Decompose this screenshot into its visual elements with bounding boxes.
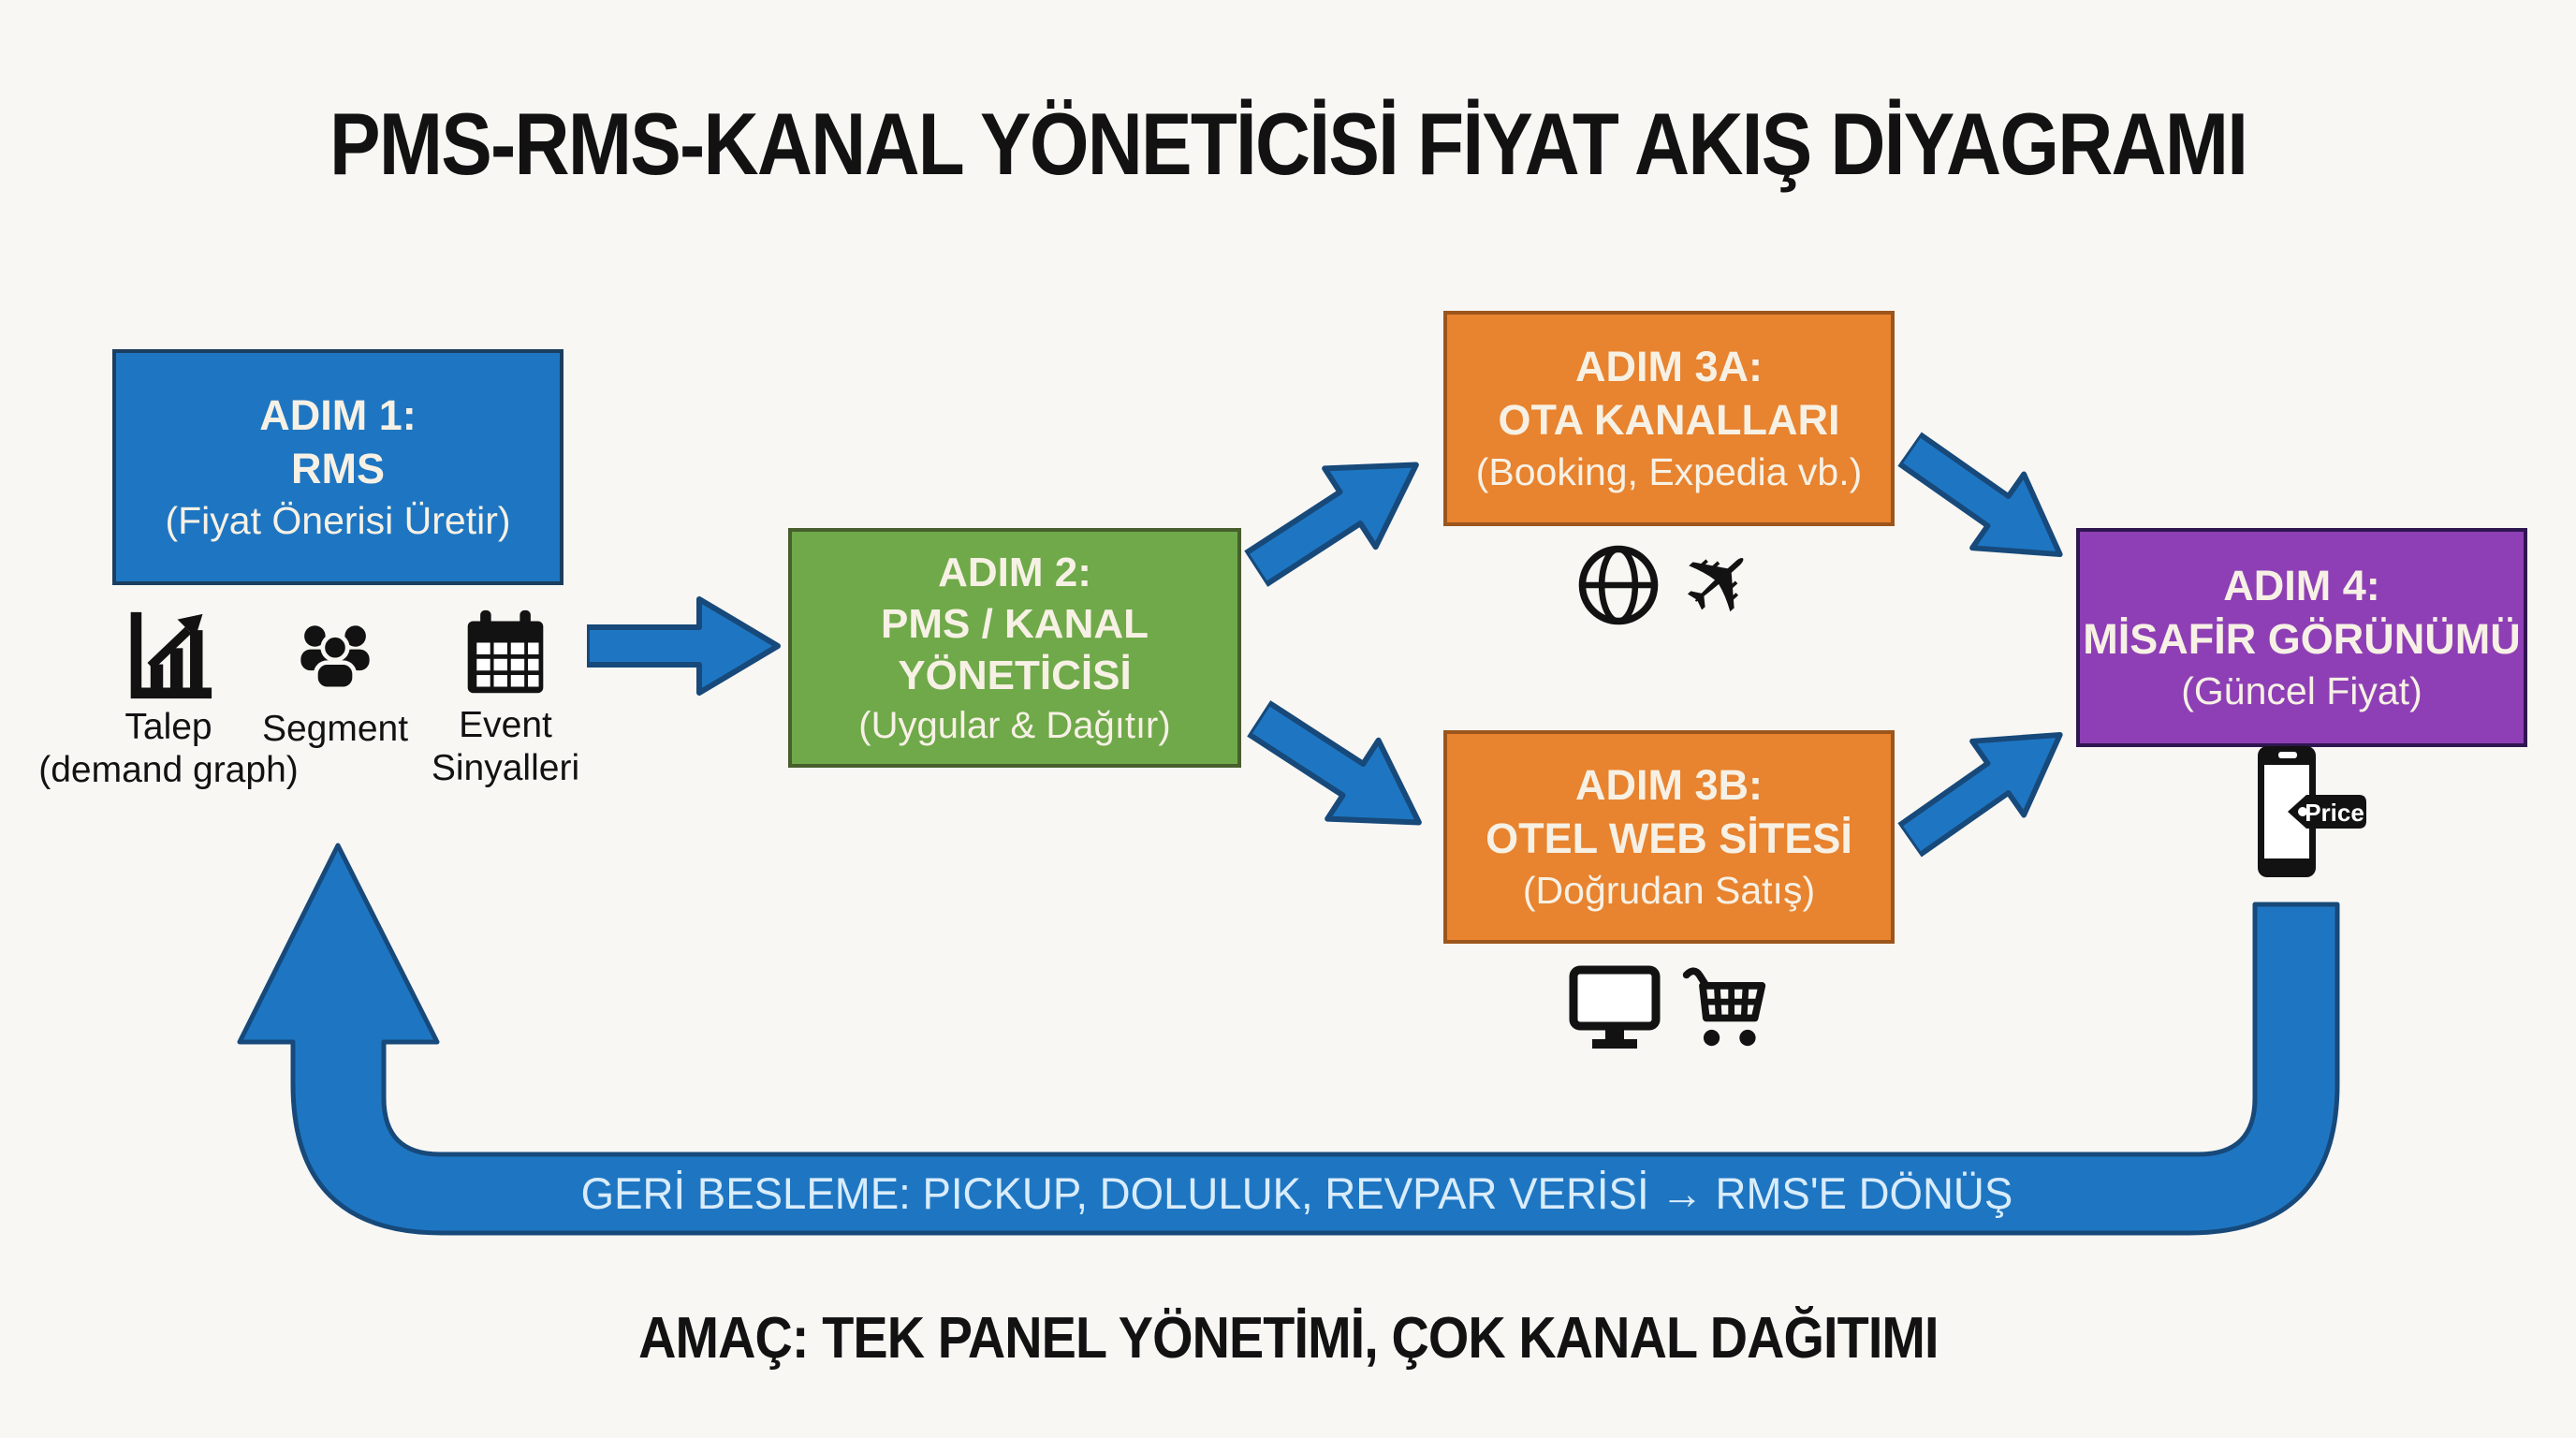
arrow-step2-to-step3a [1242,462,1419,588]
users-icon [300,625,370,692]
shopping-cart-icon [1682,967,1766,1047]
arrow-step1-to-step2 [587,596,781,696]
input-event-label: Event [459,705,552,745]
page-title-text: PMS-RMS-KANAL YÖNETİCİSİ FİYAT AKIŞ DİYA… [329,95,2248,193]
feedback-label: GERİ BESLEME: PICKUP, DOLULUK, REVPAR VE… [580,1168,2012,1218]
step3b-detail: (Doğrudan Satış) [1522,869,1816,912]
calendar-icon [467,609,544,694]
bar-chart-icon [130,611,212,699]
phone-price-tag-label: Price [2305,799,2364,827]
input-talep-label: Talep [124,707,212,747]
page-title: PMS-RMS-KANAL YÖNETİCİSİ FİYAT AKIŞ DİYA… [0,94,2576,195]
step3a-name: OTA KANALLARI [1498,396,1840,444]
step3a-detail: (Booking, Expedia vb.) [1475,450,1863,493]
globe-icon [1578,545,1659,625]
step2-box: ADIM 2: PMS / KANAL YÖNETİCİSİ (Uygular … [788,528,1241,768]
step1-heading: ADIM 1: [259,391,417,439]
input-talep: Talep (demand graph) [28,610,309,792]
arrow-step2-to-step3b [1245,699,1422,826]
monitor-icon [1569,965,1661,1049]
input-segment-label: Segment [261,709,409,749]
step3a-heading: ADIM 3A: [1575,343,1763,390]
step2-heading: ADIM 2: [938,549,1091,595]
step4-heading: ADIM 4: [2223,562,2380,609]
step1-box: ADIM 1: RMS (Fiyat Önerisi Üretir) [112,349,564,585]
step4-name: MİSAFİR GÖRÜNÜMÜ [2083,615,2521,663]
step2-name-line1: PMS / KANAL [881,600,1149,647]
goal: AMAÇ: TEK PANEL YÖNETİMİ, ÇOK KANAL DAĞI… [0,1305,2576,1372]
goal-label: AMAÇ: TEK PANEL YÖNETİMİ, ÇOK KANAL DAĞI… [637,1306,1939,1371]
arrow-step3b-to-step4 [1896,731,2063,858]
step1-detail: (Fiyat Önerisi Üretir) [165,499,511,542]
input-talep-sublabel: (demand graph) [38,750,299,790]
step3b-heading: ADIM 3B: [1575,761,1763,809]
input-event: Event Sinyalleri [426,609,585,790]
phone-price-icon: Price [2258,746,2366,877]
feedback-bar: GERİ BESLEME: PICKUP, DOLULUK, REVPAR VE… [440,1167,2153,1219]
step3b-box: ADIM 3B: OTEL WEB SİTESİ (Doğrudan Satış… [1443,730,1895,944]
step1-name: RMS [291,445,385,492]
input-segment: Segment [251,614,419,751]
step2-name-line2: YÖNETİCİSİ [898,652,1132,698]
step4-detail: (Güncel Fiyat) [2181,669,2422,712]
step2-detail: (Uygular & Dağıtır) [858,704,1171,746]
step4-box: ADIM 4: MİSAFİR GÖRÜNÜMÜ (Güncel Fiyat) [2076,528,2527,747]
input-event-sublabel: Sinyalleri [431,748,580,788]
step3a-box: ADIM 3A: OTA KANALLARI (Booking, Expedia… [1443,311,1895,526]
step3b-name: OTEL WEB SİTESİ [1486,814,1852,862]
arrow-step3a-to-step4 [1896,432,2063,558]
